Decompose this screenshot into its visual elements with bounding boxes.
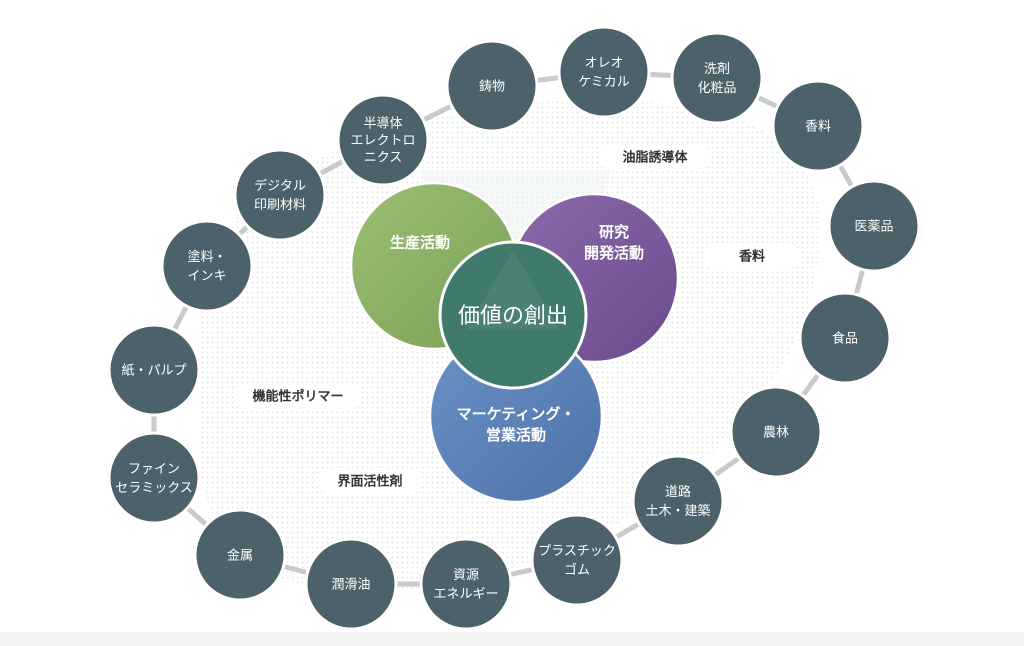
industry-node-metals-label: 金属 [227, 548, 253, 564]
industry-node-lubricants: 潤滑油 [304, 537, 398, 631]
industry-node-plastics-rubber-label: プラスチックゴム [538, 544, 616, 578]
industry-node-resources-energy-circle [419, 537, 513, 631]
industry-node-semiconductors-electronics: 半導体エレクトロニクス [336, 93, 430, 187]
tech-label-surfactant: 界面活性剤 [317, 468, 423, 494]
industry-node-resources-energy-label: 資源エネルギー [433, 568, 498, 602]
industry-node-fine-ceramics: ファインセラミックス [107, 431, 201, 525]
industry-node-semiconductors-electronics-label: 半導体エレクトロニクス [350, 117, 415, 166]
industry-node-fine-ceramics-circle [107, 431, 201, 525]
activity-research-label: 研究開発活動 [584, 223, 644, 262]
center-value-label: 価値の創出 [458, 304, 568, 329]
industry-node-fragrance-label: 香料 [805, 120, 831, 135]
tech-label-oleo-derivatives-text: 油脂誘導体 [622, 150, 688, 166]
industry-node-casting-label: 鋳物 [479, 79, 505, 95]
industry-node-food-circle [798, 291, 892, 385]
industry-node-detergent-cosmetics: 洗剤化粧品 [670, 31, 764, 125]
industry-node-resources-energy: 資源エネルギー [419, 537, 513, 631]
industry-node-oleochemical: オレオケミカル [557, 25, 651, 119]
activity-production-label: 生産活動 [390, 233, 450, 251]
tech-label-oleo-derivatives-pill [599, 144, 711, 170]
tech-label-fragrance-text: 香料 [738, 249, 765, 265]
tech-label-fragrance: 香料 [704, 243, 800, 269]
industry-node-detergent-cosmetics-circle [670, 31, 764, 125]
industry-node-food: 食品 [798, 291, 892, 385]
page-footer-band [0, 632, 1024, 646]
tech-label-functional-polymer: 機能性ポリマー [234, 383, 362, 409]
tech-label-functional-polymer-text: 機能性ポリマー [252, 389, 343, 405]
industry-node-agriculture-forestry: 農林 [729, 385, 823, 479]
industry-node-oleochemical-circle [557, 25, 651, 119]
industry-node-digital-printing-label: デジタル印刷材料 [254, 178, 306, 213]
industry-node-agriculture-forestry-label: 農林 [763, 426, 789, 441]
industry-node-paper-pulp-label: 紙・パルプ [121, 364, 186, 379]
industry-node-fragrance-circle [771, 79, 865, 173]
industry-node-fine-ceramics-label: ファインセラミックス [115, 462, 193, 496]
industry-node-lubricants-circle [304, 537, 398, 631]
activity-marketing-label: マーケティング・営業活動 [457, 405, 576, 444]
tech-label-fragrance-pill [704, 243, 800, 269]
industry-node-digital-printing: デジタル印刷材料 [233, 148, 327, 242]
industry-node-lubricants-label: 潤滑油 [331, 578, 370, 593]
industry-node-pharmaceuticals: 医薬品 [827, 179, 921, 273]
tech-label-surfactant-text: 界面活性剤 [337, 474, 402, 490]
industry-node-paints-inks: 塗料・インキ [160, 219, 254, 313]
industry-node-metals-circle [193, 508, 287, 602]
tech-label-functional-polymer-pill [234, 383, 362, 409]
industry-node-paper-pulp-circle [107, 323, 201, 417]
industry-node-fragrance: 香料 [771, 79, 865, 173]
industry-node-food-label: 食品 [832, 331, 858, 347]
industry-node-agriculture-forestry-circle [729, 385, 823, 479]
industry-node-metals: 金属 [193, 508, 287, 602]
industry-node-pharmaceuticals-circle [827, 179, 921, 273]
center-value-circle [438, 240, 588, 390]
industry-node-digital-printing-circle [233, 148, 327, 242]
industry-node-plastics-rubber-circle [530, 513, 624, 607]
industry-node-semiconductors-electronics-circle [336, 93, 430, 187]
industry-node-pharmaceuticals-label: 医薬品 [854, 220, 893, 235]
industry-node-road-civil-construction: 道路土木・建築 [631, 454, 725, 548]
industry-node-plastics-rubber: プラスチックゴム [530, 513, 624, 607]
industry-node-paints-inks-circle [160, 219, 254, 313]
industry-node-road-civil-construction-circle [631, 454, 725, 548]
center-texture [466, 250, 560, 330]
industry-node-casting-circle [445, 39, 539, 133]
industry-node-oleochemical-label: オレオケミカル [578, 56, 630, 90]
industry-node-detergent-cosmetics-label: 洗剤化粧品 [697, 61, 736, 96]
industry-node-casting: 鋳物 [445, 39, 539, 133]
tech-label-surfactant-pill [317, 468, 423, 494]
industry-node-road-civil-construction-label: 道路土木・建築 [645, 484, 710, 519]
tech-label-oleo-derivatives: 油脂誘導体 [599, 144, 711, 170]
industry-node-paper-pulp: 紙・パルプ [107, 323, 201, 417]
industry-node-paints-inks-label: 塗料・インキ [187, 249, 226, 284]
